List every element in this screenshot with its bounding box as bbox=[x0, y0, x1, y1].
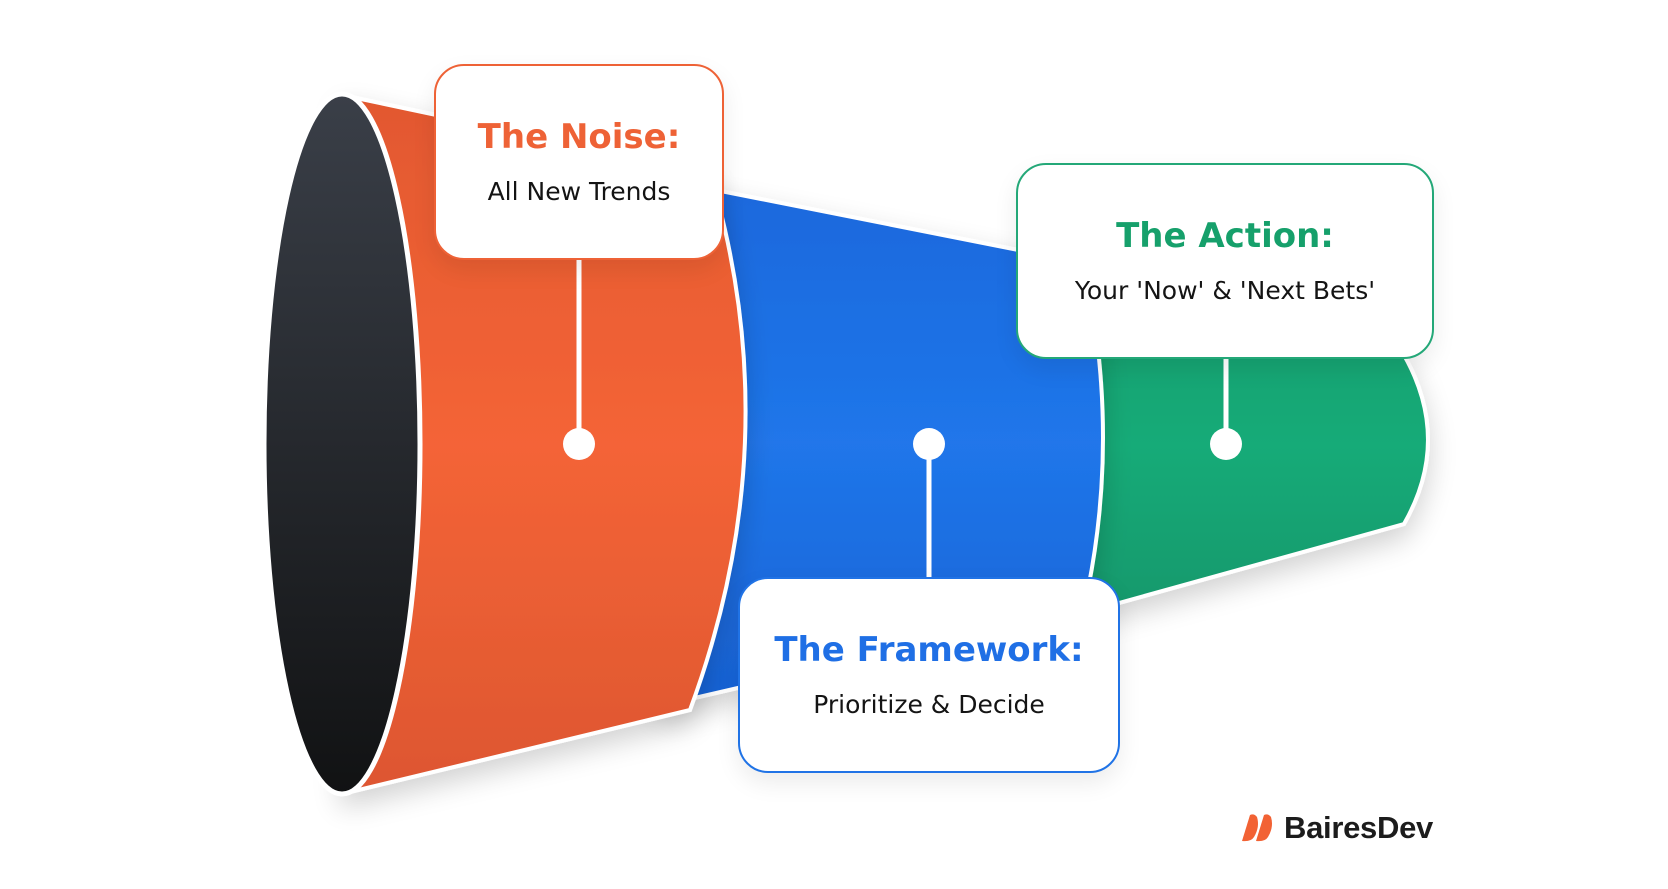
action-title: The Action: bbox=[1116, 215, 1334, 256]
action-subtitle: Your 'Now' & 'Next Bets' bbox=[1074, 275, 1376, 305]
connector-action bbox=[1210, 359, 1242, 460]
callout-framework: The Framework: Prioritize & Decide bbox=[738, 577, 1120, 773]
connector-noise bbox=[563, 260, 595, 460]
callout-action: The Action: Your 'Now' & 'Next Bets' bbox=[1016, 163, 1434, 359]
noise-title: The Noise: bbox=[477, 116, 681, 157]
framework-subtitle: Prioritize & Decide bbox=[813, 689, 1045, 719]
framework-title: The Framework: bbox=[774, 629, 1084, 670]
brand-name: BairesDev bbox=[1284, 810, 1433, 845]
bairesdev-logo-icon bbox=[1242, 814, 1272, 842]
connector-framework bbox=[913, 428, 945, 577]
funnel-segment-noise bbox=[340, 92, 748, 797]
funnel-opening bbox=[261, 91, 423, 797]
noise-subtitle: All New Trends bbox=[487, 176, 671, 206]
brand-logo: BairesDev bbox=[1240, 810, 1433, 846]
callout-noise: The Noise: All New Trends bbox=[434, 64, 724, 260]
